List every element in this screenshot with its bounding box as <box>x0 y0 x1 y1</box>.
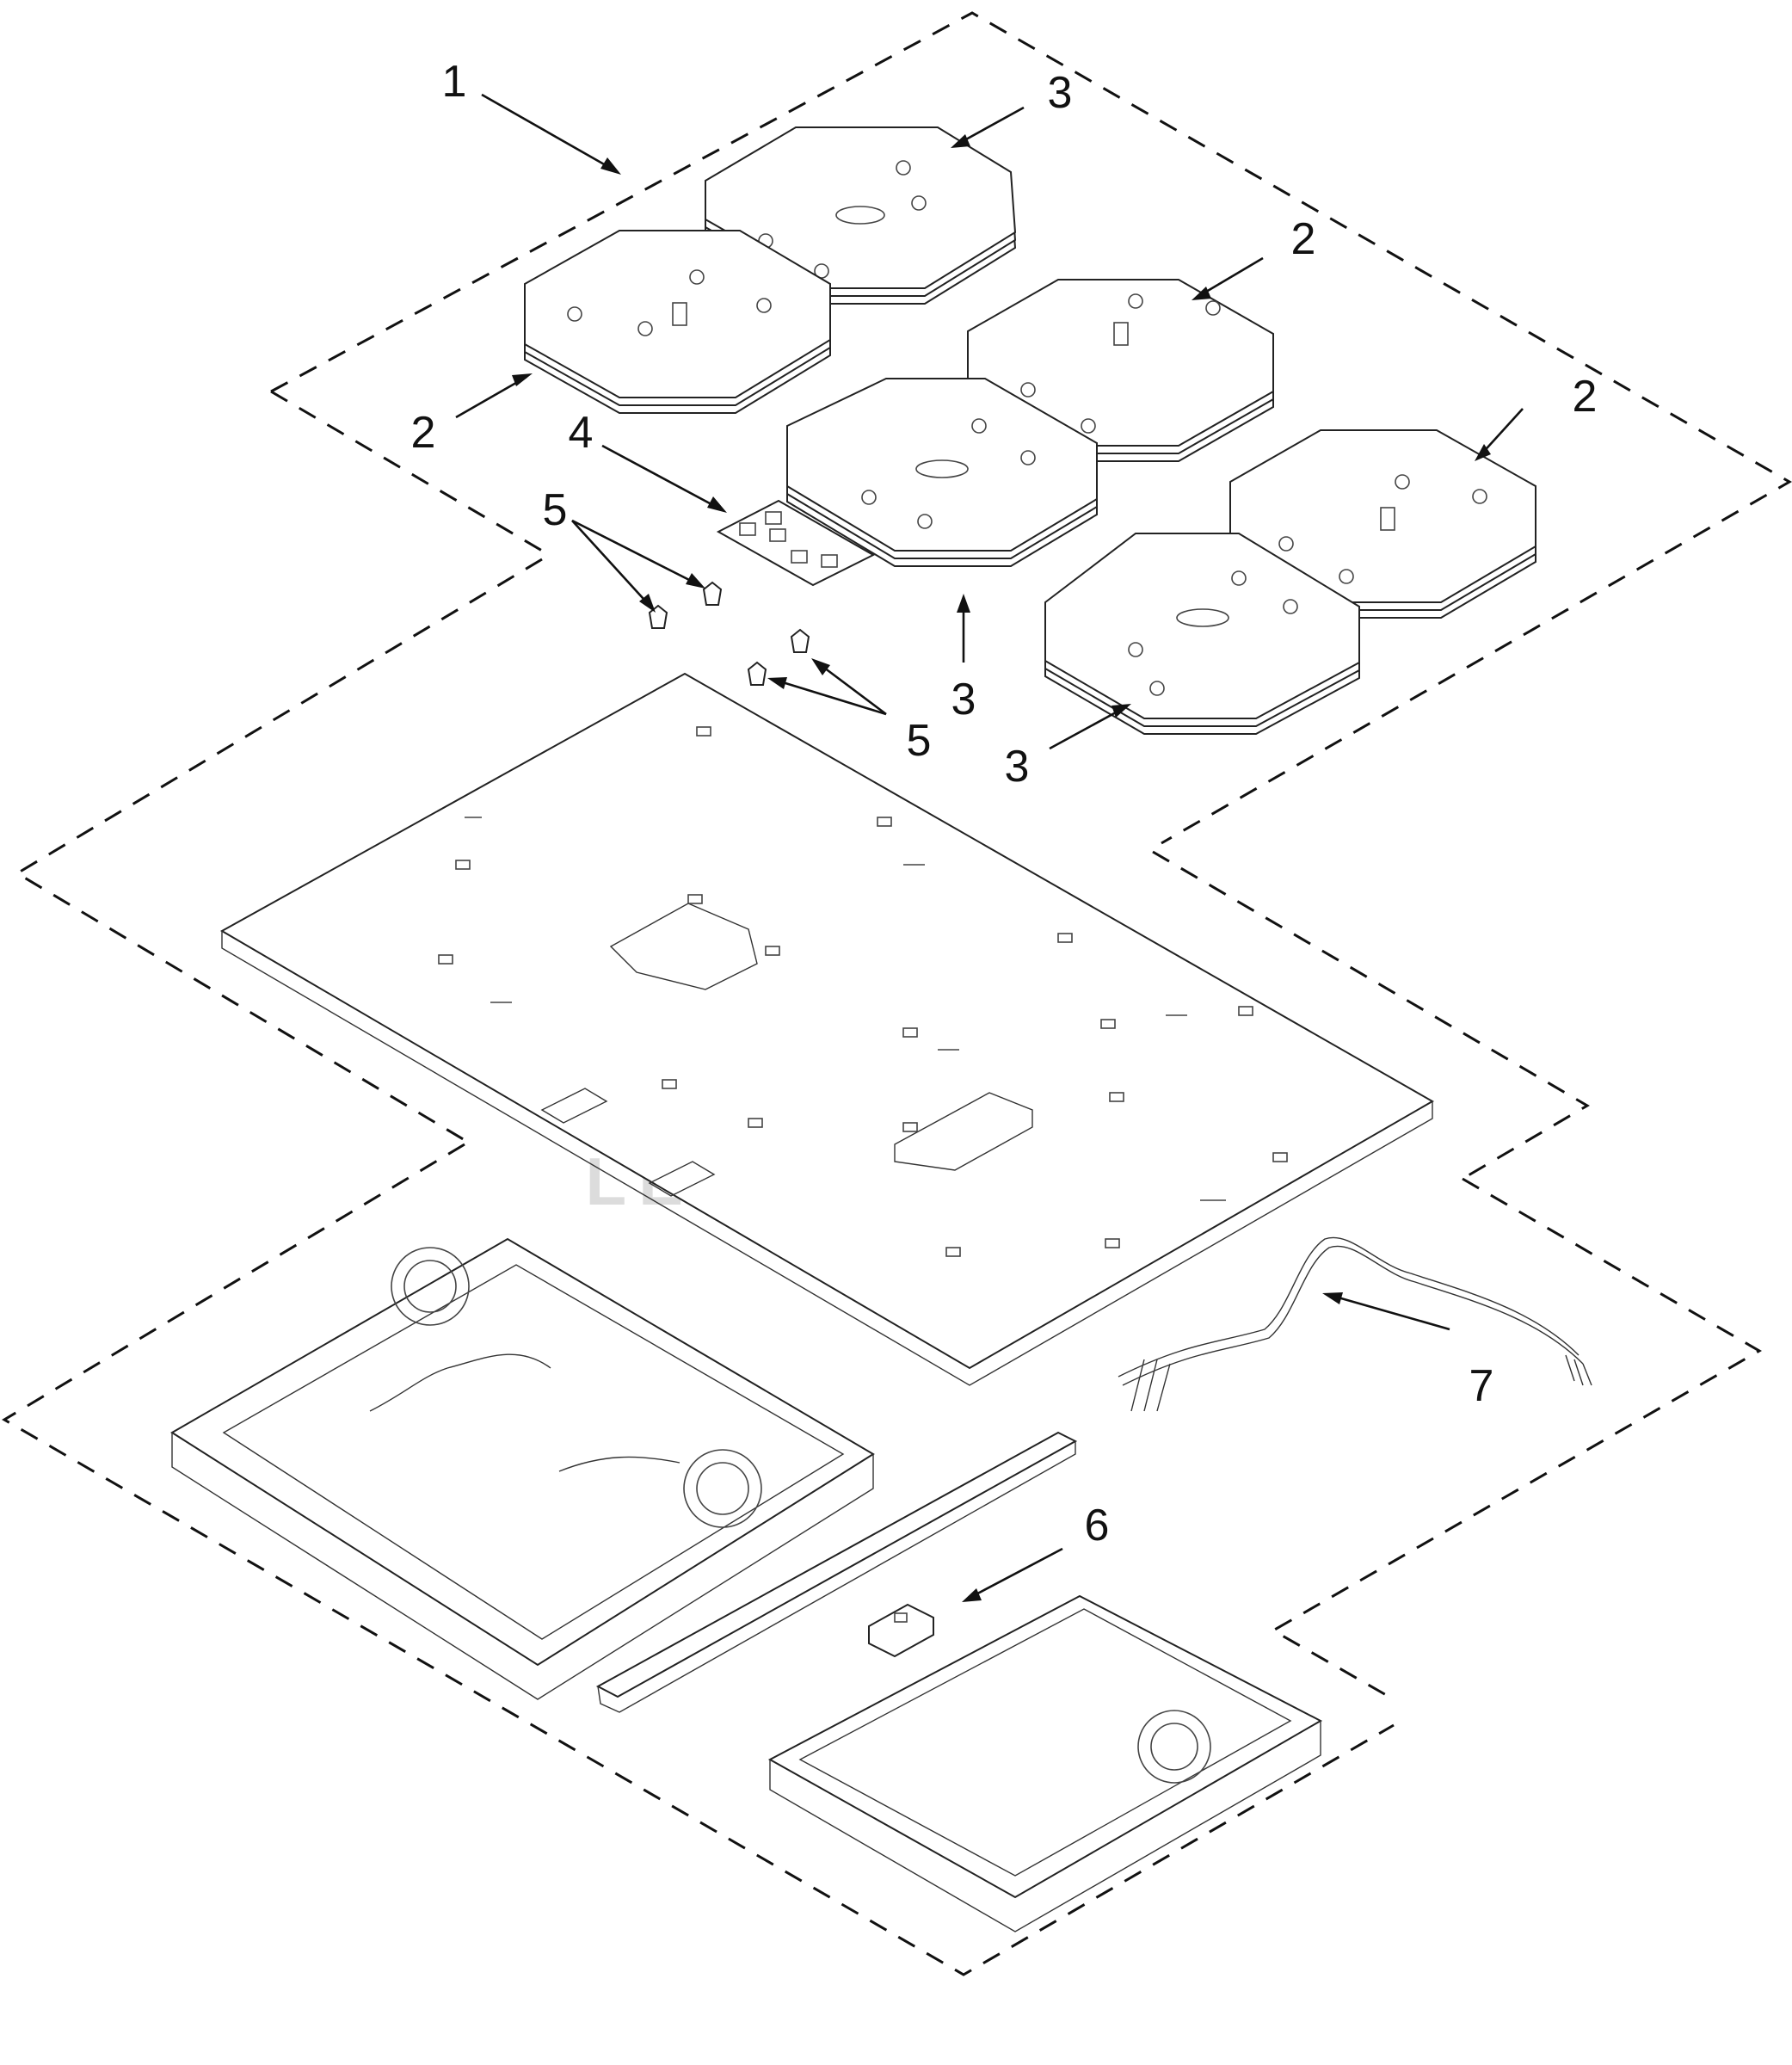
arrow-3-bottom <box>1049 706 1126 750</box>
coil-plate-middle <box>786 378 1098 567</box>
arrowhead-icon <box>767 677 787 689</box>
coil-plate-bottom <box>1044 533 1360 735</box>
control-board-part <box>716 499 876 587</box>
arrow-5-a <box>571 520 653 609</box>
middle-group-outline-right <box>1152 850 1590 1180</box>
arrowhead-icon <box>957 594 970 613</box>
arrowhead-icon <box>686 573 705 589</box>
callout-thermostat: 6 <box>1085 1501 1110 1550</box>
coil-plates <box>524 126 1536 735</box>
callout-coil-large-right-upper: 2 <box>1291 214 1316 264</box>
arrow-7 <box>1328 1293 1450 1331</box>
arrowhead-icon <box>951 134 970 148</box>
arrow-5-d <box>816 661 887 716</box>
arrowhead-icon <box>1475 444 1491 461</box>
callout-coil-large-left: 2 <box>411 408 436 458</box>
arrow-6 <box>967 1547 1063 1600</box>
main-housing-part <box>170 1237 875 1700</box>
arrow-2-right-upper <box>1197 256 1264 299</box>
callout-assembly: 1 <box>442 57 467 107</box>
arrow-5-c <box>773 678 887 716</box>
arrowhead-icon <box>707 496 727 513</box>
support-panel <box>219 672 1435 1386</box>
arrowhead-icon <box>512 373 533 386</box>
arrowhead-icon <box>1192 287 1211 300</box>
callout-fastener-lower: 5 <box>907 716 932 766</box>
arrowhead-icon <box>962 1588 982 1602</box>
callout-labels: 1 3 2 2 4 5 2 3 5 3 7 6 <box>411 57 1598 1550</box>
arrowhead-icon <box>600 157 621 175</box>
trim-bar-part <box>595 1431 1078 1713</box>
callout-coil-small-middle: 3 <box>951 675 976 724</box>
callout-coil-large-right-lower: 2 <box>1573 372 1598 422</box>
coil-plate-left <box>524 230 831 414</box>
thermostat-part <box>868 1603 934 1658</box>
callout-wire-harness: 7 <box>1469 1361 1494 1411</box>
callout-coil-small-top: 3 <box>1048 68 1073 118</box>
arrow-3-top <box>956 106 1025 146</box>
lower-group-outline <box>2 1143 1395 1976</box>
arrow-2-right-lower <box>1479 408 1524 457</box>
callout-fastener-upper: 5 <box>543 485 568 535</box>
callout-coil-small-bottom: 3 <box>1005 742 1030 792</box>
callout-control-board: 4 <box>569 408 594 458</box>
upper-group-outline <box>270 11 1792 845</box>
arrowhead-icon <box>639 594 656 613</box>
fasteners <box>648 581 810 686</box>
middle-group-outline <box>15 558 543 1142</box>
upper-group-outline-left <box>270 390 543 552</box>
callout-arrows <box>455 93 1524 1602</box>
arrowhead-icon <box>811 658 830 675</box>
group-outlines <box>2 11 1792 1976</box>
arrow-1 <box>481 93 619 174</box>
wire-harness-part <box>1118 1236 1592 1412</box>
arrow-2-left <box>455 375 527 419</box>
arrowhead-icon <box>1112 704 1131 718</box>
lower-group-outline-right <box>1270 1177 1762 1701</box>
arrow-5-b <box>571 519 700 587</box>
arrowhead-icon <box>1322 1292 1343 1304</box>
secondary-housing-part <box>767 1594 1323 1932</box>
arrow-4 <box>601 444 722 511</box>
